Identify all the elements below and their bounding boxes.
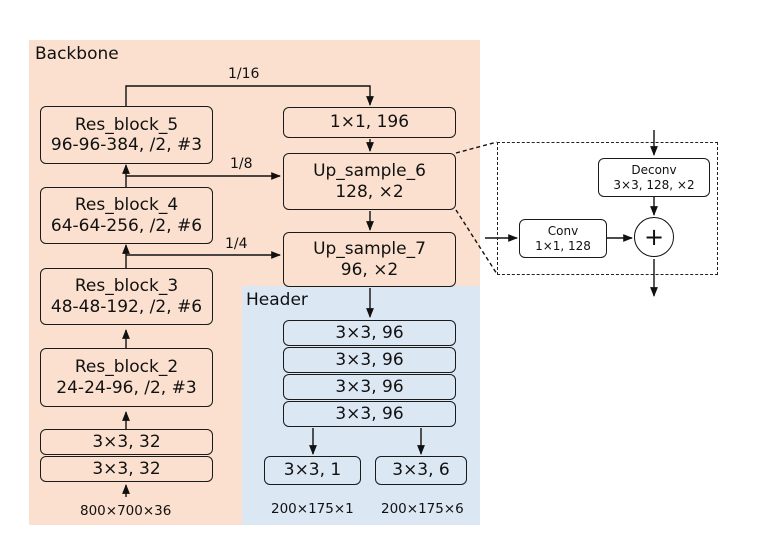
header-conv-2: 3×3, 96 <box>283 347 456 373</box>
upsample-7-params: 96, ×2 <box>340 259 399 280</box>
scale-label-1-4: 1/4 <box>225 236 248 252</box>
header-conv-1: 3×3, 96 <box>283 320 456 346</box>
header-output-reg: 3×3, 6 <box>375 456 467 485</box>
stem-conv-1-label: 3×3, 32 <box>92 458 161 479</box>
add-icon: + <box>643 223 665 251</box>
upsample-7-name: Up_sample_7 <box>313 239 426 260</box>
res-block-5-name: Res_block_5 <box>74 114 179 135</box>
stem-conv-2: 3×3, 32 <box>40 429 213 455</box>
scale-label-1-8: 1/8 <box>230 156 253 172</box>
header-conv-3-label: 3×3, 96 <box>335 376 404 397</box>
header-region <box>242 286 480 525</box>
upsample-7: Up_sample_7 96, ×2 <box>283 232 456 287</box>
detail-deconv-name: Deconv <box>631 162 677 177</box>
backbone-title: Backbone <box>35 44 119 64</box>
res-block-2-name: Res_block_2 <box>74 357 179 378</box>
res-block-4-name: Res_block_4 <box>74 195 179 216</box>
res-block-2: Res_block_2 24-24-96, /2, #3 <box>40 348 213 407</box>
detail-add-node: + <box>634 217 674 257</box>
scale-label-1-16: 1/16 <box>228 66 260 82</box>
res-block-5: Res_block_5 96-96-384, /2, #3 <box>40 106 213 164</box>
lateral-conv: 1×1, 196 <box>283 107 456 138</box>
upsample-6-params: 128, ×2 <box>335 181 404 202</box>
header-output-reg-size: 200×175×6 <box>381 501 464 517</box>
header-output-reg-label: 3×3, 6 <box>392 460 450 481</box>
detail-conv-name: Conv <box>547 223 579 238</box>
header-conv-1-label: 3×3, 96 <box>335 322 404 343</box>
header-conv-3: 3×3, 96 <box>283 374 456 400</box>
res-block-4: Res_block_4 64-64-256, /2, #6 <box>40 187 213 244</box>
header-title: Header <box>246 290 308 310</box>
detail-deconv: Deconv 3×3, 128, ×2 <box>598 158 710 197</box>
header-conv-2-label: 3×3, 96 <box>335 349 404 370</box>
header-conv-4: 3×3, 96 <box>283 401 456 427</box>
detail-conv-params: 1×1, 128 <box>535 238 591 253</box>
res-block-2-params: 24-24-96, /2, #3 <box>56 377 197 398</box>
upsample-detail-frame <box>497 142 718 275</box>
header-output-cls-size: 200×175×1 <box>271 501 354 517</box>
detail-deconv-params: 3×3, 128, ×2 <box>613 177 695 192</box>
lateral-conv-label: 1×1, 196 <box>329 112 410 133</box>
upsample-6: Up_sample_6 128, ×2 <box>283 153 456 210</box>
res-block-4-params: 64-64-256, /2, #6 <box>50 215 203 236</box>
header-conv-4-label: 3×3, 96 <box>335 403 404 424</box>
res-block-3-params: 48-48-192, /2, #6 <box>50 296 203 317</box>
stem-conv-2-label: 3×3, 32 <box>92 431 161 452</box>
header-output-cls-label: 3×3, 1 <box>283 460 342 481</box>
edge-res5-lateral <box>125 85 374 106</box>
upsample-6-name: Up_sample_6 <box>313 161 426 182</box>
res-block-3: Res_block_3 48-48-192, /2, #6 <box>40 268 213 325</box>
res-block-3-name: Res_block_3 <box>74 276 179 297</box>
header-output-cls: 3×3, 1 <box>264 456 361 485</box>
res-block-5-params: 96-96-384, /2, #3 <box>50 135 203 155</box>
stem-conv-1: 3×3, 32 <box>40 456 213 482</box>
input-size-label: 800×700×36 <box>80 503 172 519</box>
detail-conv: Conv 1×1, 128 <box>519 219 607 258</box>
